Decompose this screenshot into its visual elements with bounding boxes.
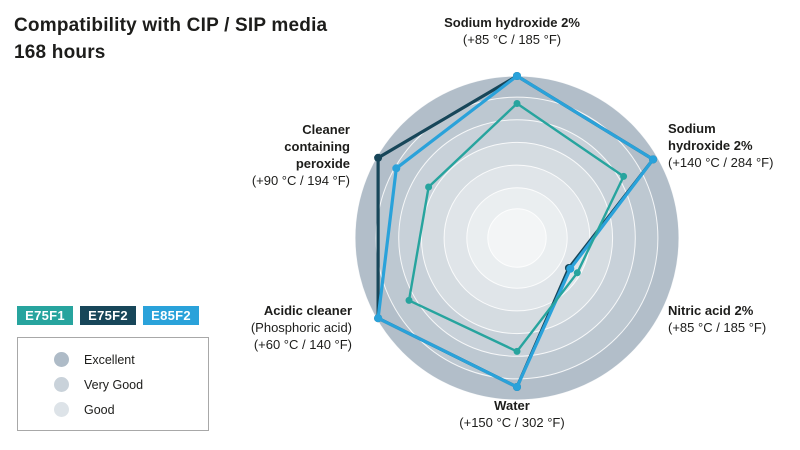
- series-point-e85f2: [513, 383, 521, 391]
- excellent-dot-icon: [54, 352, 69, 367]
- series-point-e75f1: [573, 269, 581, 277]
- series-point-e85f2: [392, 164, 401, 173]
- series-point-e75f1: [425, 183, 433, 191]
- series-point-e75f1: [405, 296, 413, 304]
- legend-label-excellent: Excellent: [84, 352, 135, 367]
- legend-row-good: Good: [18, 397, 208, 422]
- series-point-e85f2: [374, 314, 383, 323]
- series-badge-row: E75F1 E75F2 E85F2: [17, 306, 199, 325]
- axis-temp: (+150 °C / 302 °F): [459, 415, 565, 430]
- page-title: Compatibility with CIP / SIP media 168 h…: [14, 12, 327, 66]
- series-point-e85f2: [566, 264, 575, 273]
- badge-e75f1: E75F1: [17, 306, 73, 325]
- axis-label-sodium-hydroxide-85: Sodium hydroxide 2% (+85 °C / 185 °F): [392, 14, 632, 48]
- series-point-e85f2: [649, 155, 658, 164]
- radar-ring: [487, 208, 547, 268]
- series-point-e85f2: [513, 72, 521, 80]
- series-point-e75f2: [374, 153, 383, 162]
- axis-temp: (+85 °C / 185 °F): [668, 320, 767, 335]
- axis-label-nitric-acid: Nitric acid 2% (+85 °C / 185 °F): [668, 302, 798, 336]
- axis-name-line2: hydroxide 2%: [668, 138, 753, 153]
- axis-label-cleaner-peroxide: Cleaner containing peroxide (+90 °C / 19…: [210, 121, 350, 189]
- legend-row-very-good: Very Good: [18, 372, 208, 397]
- axis-sub: (Phosphoric acid): [250, 320, 352, 335]
- axis-name-line1: Cleaner: [302, 122, 350, 137]
- axis-name: Nitric acid 2%: [668, 303, 754, 318]
- series-point-e75f1: [513, 347, 521, 355]
- axis-name-line1: Sodium: [668, 121, 716, 136]
- axis-name: Water: [494, 398, 530, 413]
- radar-chart: [354, 72, 680, 401]
- axis-temp: (+90 °C / 194 °F): [251, 173, 350, 188]
- axis-temp: (+60 °C / 140 °F): [253, 337, 352, 352]
- axis-temp: (+85 °C / 185 °F): [462, 32, 562, 47]
- legend-label-very-good: Very Good: [84, 377, 144, 392]
- badge-e75f2: E75F2: [80, 306, 136, 325]
- rating-legend: Excellent Very Good Good: [17, 337, 209, 431]
- page-title-line1: Compatibility with CIP / SIP media: [14, 15, 328, 36]
- axis-temp: (+140 °C / 284 °F): [668, 155, 774, 170]
- axis-label-sodium-hydroxide-140: Sodium hydroxide 2% (+140 °C / 284 °F): [668, 120, 798, 171]
- legend-label-good: Good: [84, 402, 115, 417]
- series-point-e75f1: [513, 100, 521, 107]
- good-dot-icon: [54, 402, 69, 417]
- series-point-e75f1: [620, 172, 628, 180]
- axis-name: Acidic cleaner: [263, 303, 352, 318]
- badge-e85f2: E85F2: [143, 306, 199, 325]
- very-good-dot-icon: [54, 377, 69, 392]
- axis-label-water: Water (+150 °C / 302 °F): [402, 397, 622, 431]
- axis-name-line3: peroxide: [295, 156, 350, 171]
- axis-label-acidic-cleaner: Acidic cleaner (Phosphoric acid) (+60 °C…: [212, 302, 352, 353]
- axis-name: Sodium hydroxide 2%: [444, 15, 580, 30]
- page-title-line2: 168 hours: [14, 42, 106, 63]
- legend-row-excellent: Excellent: [18, 347, 208, 372]
- axis-name-line2: containing: [284, 139, 350, 154]
